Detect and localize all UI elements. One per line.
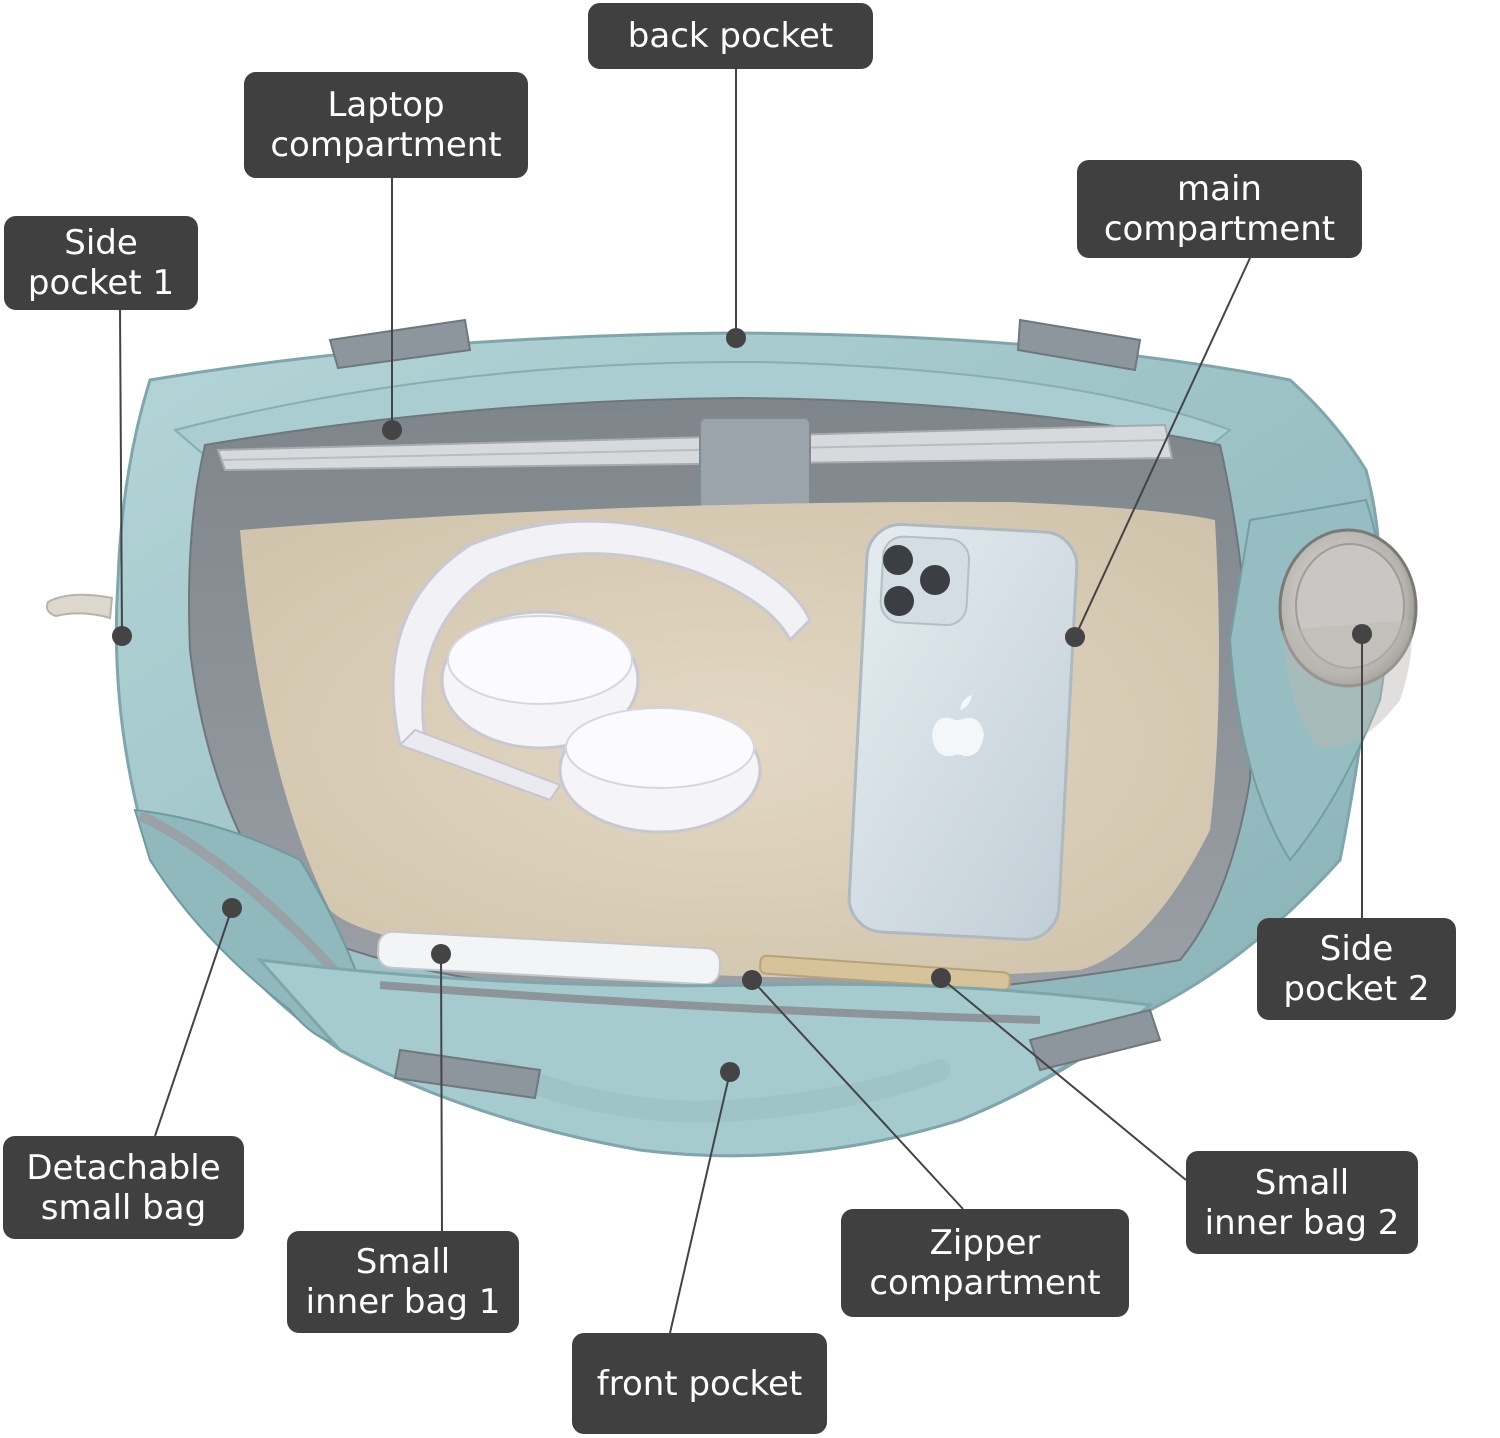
bottom-handle <box>489 1059 951 1123</box>
leader-detachable-small-bag <box>154 907 233 1137</box>
front-zipper <box>379 981 1041 1024</box>
dot-side-pocket-2 <box>1352 624 1372 644</box>
laptop-edge-line <box>221 439 1169 461</box>
dot-back-pocket <box>726 328 746 348</box>
laptop-edge <box>216 423 1174 472</box>
label-zipper-compartment: Zipper compartment <box>841 1209 1129 1317</box>
leader-main-compartment <box>1074 257 1251 638</box>
headphones <box>391 519 812 834</box>
label-detachable-small-bag: Detachable small bag <box>3 1136 244 1239</box>
phone <box>847 523 1079 941</box>
dot-laptop-compartment <box>382 420 402 440</box>
label-front-pocket: front pocket <box>572 1333 827 1434</box>
leader-lines <box>119 69 1363 1334</box>
label-small-inner-bag-2: Small inner bag 2 <box>1186 1151 1418 1254</box>
leader-dots <box>112 328 1372 1082</box>
label-laptop-compartment: Laptop compartment <box>244 72 528 178</box>
dot-front-pocket <box>720 1062 740 1082</box>
phone-lens-2 <box>920 565 950 595</box>
top-handle-right-strap <box>1016 318 1142 372</box>
bottom-handle-strap-left <box>393 1048 542 1100</box>
headphone-left-pad <box>447 615 633 705</box>
dot-main-compartment <box>1065 627 1085 647</box>
leader-zipper-compartment <box>751 979 964 1210</box>
leader-small-inner-bag-2 <box>940 977 1187 1181</box>
top-handle-left-strap <box>328 318 472 370</box>
headphone-arm <box>398 728 562 802</box>
apple-logo-icon <box>932 695 984 757</box>
label-side-pocket-2: Side pocket 2 <box>1257 918 1456 1020</box>
front-pocket-device <box>377 930 721 986</box>
water-bottle-lid <box>1295 543 1405 669</box>
label-small-inner-bag-1: Small inner bag 1 <box>287 1231 519 1333</box>
water-bottle-body <box>1282 620 1413 749</box>
leader-side-pocket-1 <box>119 309 123 637</box>
leader-front-pocket <box>669 1071 731 1334</box>
label-main-compartment: main compartment <box>1077 160 1362 258</box>
headphone-band <box>391 519 812 747</box>
headphone-right-pad <box>565 707 755 789</box>
dot-small-inner-bag-2 <box>931 968 951 988</box>
laptop-strap <box>699 417 811 519</box>
bag <box>46 318 1418 1158</box>
phone-lens-1 <box>883 545 913 575</box>
dot-zipper-compartment <box>742 970 762 990</box>
label-back-pocket: back pocket <box>588 3 873 69</box>
phone-lens-3 <box>884 586 914 616</box>
bottom-handle-strap-right <box>1028 1008 1162 1072</box>
leader-small-inner-bag-1 <box>440 953 443 1232</box>
dot-side-pocket-1 <box>112 626 132 646</box>
dot-small-inner-bag-1 <box>431 944 451 964</box>
side-pull-tab <box>46 593 114 620</box>
dot-detachable-small-bag <box>222 898 242 918</box>
label-side-pocket-1: Side pocket 1 <box>4 216 198 310</box>
